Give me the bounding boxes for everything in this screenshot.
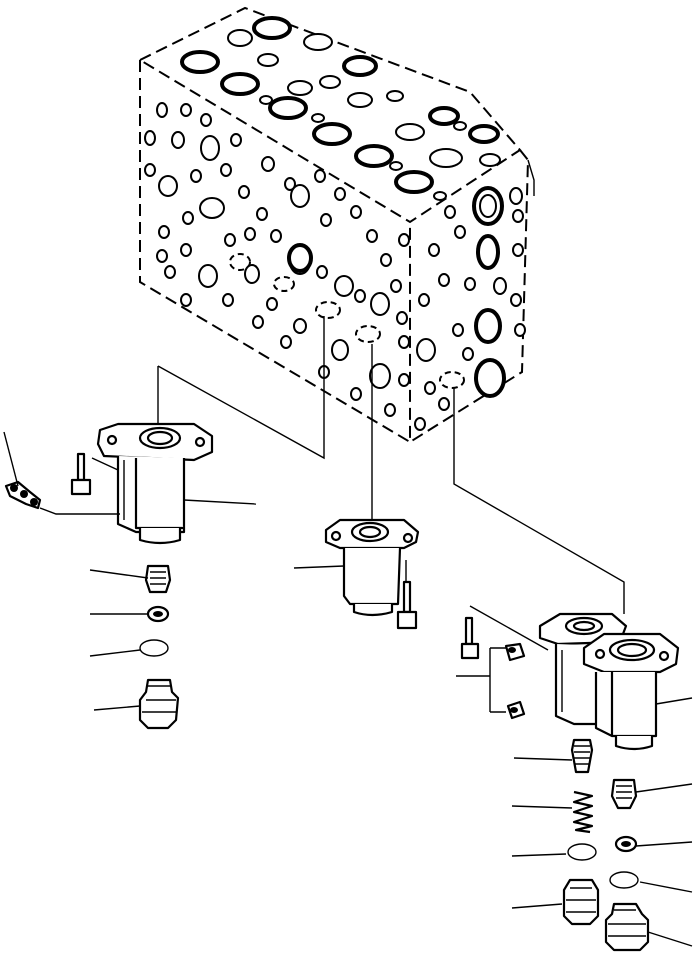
solenoid-valve-left [3,422,257,545]
right-stack-parts [511,738,693,952]
side-face-ports [414,159,535,431]
solenoid-valve-right [456,612,693,751]
assembly-leader-lines [157,316,625,651]
front-face-ports [144,102,410,417]
top-face-ports [180,16,501,201]
left-stack-parts [89,564,180,730]
solenoid-valve-center [293,518,420,630]
control-valve-block [137,6,535,444]
